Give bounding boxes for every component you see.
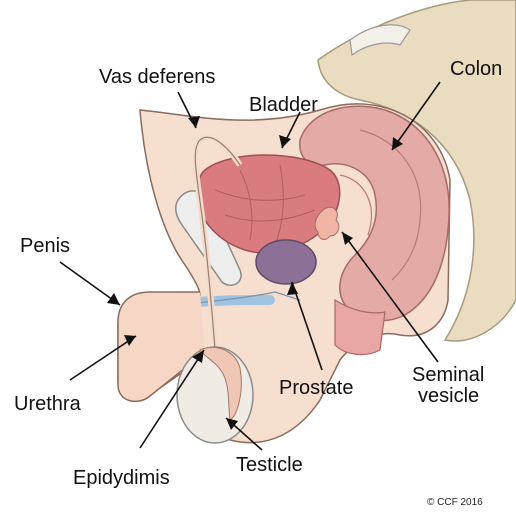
arrow-penis xyxy=(107,293,120,305)
copyright-notice: © CCF 2016 xyxy=(427,497,483,508)
label-testicle: Testicle xyxy=(236,454,303,476)
label-penis: Penis xyxy=(20,235,70,257)
label-colon: Colon xyxy=(450,58,502,80)
label-seminal-line2: vesicle xyxy=(418,385,479,407)
prostate xyxy=(256,240,316,284)
label-epidydimis: Epidydimis xyxy=(73,467,170,489)
label-urethra: Urethra xyxy=(14,393,81,415)
label-vas-deferens: Vas deferens xyxy=(99,66,215,88)
label-prostate: Prostate xyxy=(279,377,353,399)
label-bladder: Bladder xyxy=(249,94,318,116)
label-seminal-line1: Seminal xyxy=(412,364,484,386)
